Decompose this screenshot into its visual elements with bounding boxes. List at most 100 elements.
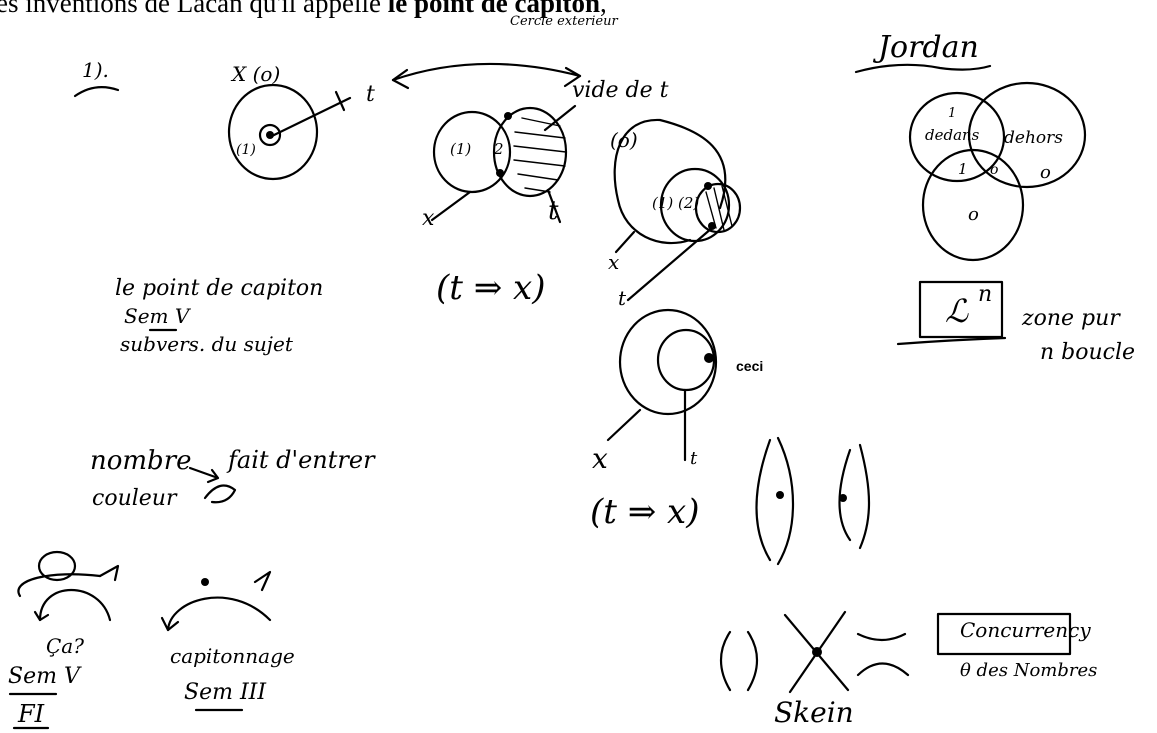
- skein-paren-left: [720, 630, 732, 692]
- skein-dot: [812, 647, 822, 657]
- ca-left-arrow: [17, 573, 102, 598]
- braid-pair-left: [838, 448, 852, 542]
- x-inner-circle: [258, 123, 282, 147]
- jordan-one-a: 1: [948, 106, 957, 121]
- dehors-label: dehors: [1004, 128, 1063, 148]
- ceci-printed-label: ceci: [736, 358, 764, 374]
- concurrency-label: Concurrency: [960, 618, 1091, 642]
- vide-pointer: [543, 104, 577, 132]
- lambda-n-superscript: n: [978, 282, 993, 307]
- ca-right-arrow: [98, 564, 120, 582]
- braid-pair-right: [858, 443, 871, 550]
- t-implies-x-first: (t ⇒ x): [436, 268, 546, 308]
- subversion-label: subvers. du sujet: [120, 332, 293, 356]
- skein-smile: [856, 632, 907, 642]
- ceci-x-label: x: [592, 442, 608, 475]
- ca-small-circle: [37, 550, 77, 582]
- braid-dot: [776, 491, 784, 499]
- x-stem-tick: [334, 90, 346, 112]
- mid-2-label: (2): [678, 194, 700, 212]
- point-de-capiton-label: le point de capiton: [115, 276, 324, 301]
- ceci-x-line: [606, 408, 642, 442]
- double-arrow: [391, 62, 582, 82]
- mid-circle: [659, 167, 731, 243]
- item-number: 1).: [82, 58, 109, 82]
- header-text: es inventions de Lacan qu'il appelle: [0, 0, 388, 18]
- lens-t-label: t: [548, 196, 559, 226]
- circle-1-label: (1): [236, 142, 256, 158]
- x-stem-line: [270, 96, 352, 138]
- mid-bottom-dot: [708, 222, 716, 230]
- lens-2-label: 2: [494, 140, 504, 158]
- number-one-underline: [73, 85, 120, 98]
- mid-1-label: (1): [652, 194, 674, 212]
- capitonnage-label: capitonnage: [170, 644, 295, 668]
- header-bold-term: le point de capiton: [387, 0, 601, 18]
- capitonnage-arrow-left: [160, 616, 180, 632]
- jordan-zero-c: o: [968, 204, 979, 225]
- ceci-outer: [618, 308, 718, 416]
- zero-label: (o): [610, 128, 638, 152]
- arrow-head-left: [391, 68, 410, 90]
- vide-de-t-label: vide de t: [572, 78, 669, 103]
- zone-box: [918, 280, 1004, 339]
- jordan-bottom-circle: [921, 148, 1025, 262]
- jordan-one-b: 1: [958, 160, 968, 178]
- hatched-circle: [694, 182, 742, 234]
- cercle-exterieur-label: Cercle exterieur: [510, 14, 618, 29]
- skein-paren-right: [746, 630, 758, 692]
- zone-underline: [896, 336, 1007, 346]
- lens-top-dot: [504, 112, 512, 120]
- couleur-hook: [203, 484, 237, 504]
- mid-t-line: [626, 226, 714, 302]
- jordan-zero-b: o: [1040, 162, 1051, 183]
- header-suffix: ,: [600, 0, 607, 18]
- braid-left: [776, 436, 795, 566]
- left-lens-circle: [432, 110, 512, 194]
- mid-x-line: [614, 230, 636, 254]
- hatch-lines: [513, 117, 567, 193]
- lambda-n-symbol: ℒ: [945, 292, 969, 330]
- capitonnage-arc: [166, 596, 272, 632]
- couleur-label: couleur: [92, 486, 177, 511]
- t-implies-x-second: (t ⇒ x): [590, 492, 700, 532]
- n-boucle-label: n boucle: [1040, 340, 1136, 365]
- concurrency-box: [936, 612, 1072, 656]
- ceci-t-label: t: [690, 448, 698, 469]
- x-circle: [227, 83, 319, 181]
- braid-pair-dot: [839, 494, 847, 502]
- des-nombres-label: θ des Nombres: [960, 660, 1098, 681]
- jordan-dehors-circle: [967, 81, 1087, 189]
- capitonnage-arrow-right: [253, 570, 272, 592]
- fi-label: FI: [18, 700, 45, 728]
- sem-v-second-label: Sem V: [8, 664, 80, 689]
- dedans-label: dedans: [925, 126, 980, 144]
- nombre-arrow: [188, 466, 220, 484]
- arrow-head-right: [563, 66, 582, 88]
- lens-bottom-dot: [496, 169, 504, 177]
- braid-right: [755, 438, 772, 562]
- jordan-label: Jordan: [878, 30, 979, 65]
- mid-x-label: x: [608, 250, 620, 274]
- lens-1-label: (1): [450, 140, 472, 158]
- jordan-zero-a: o: [990, 162, 999, 178]
- ca-down-arrow: [33, 610, 50, 622]
- nombre-label: nombre: [90, 446, 192, 476]
- ca-arc: [38, 588, 112, 622]
- lens-t-line: [546, 188, 562, 224]
- ceci-dot: [704, 353, 714, 363]
- lens-x-label: x: [422, 206, 435, 231]
- x0-label: X (o): [232, 62, 281, 86]
- t-arrow-label: t: [366, 82, 375, 107]
- header-text-line: es inventions de Lacan qu'il appelle le …: [0, 0, 607, 19]
- ca-label: Ça?: [46, 634, 84, 658]
- sem-iii-label: Sem III: [184, 680, 267, 705]
- skein-label: Skein: [774, 696, 854, 729]
- fait-entrer-label: fait d'entrer: [228, 446, 375, 474]
- mid-t-label: t: [618, 286, 627, 310]
- sem-v-label: Sem V: [124, 304, 190, 328]
- jordan-dedans-circle: [908, 91, 1006, 183]
- hatched-circle-lines: [705, 185, 733, 231]
